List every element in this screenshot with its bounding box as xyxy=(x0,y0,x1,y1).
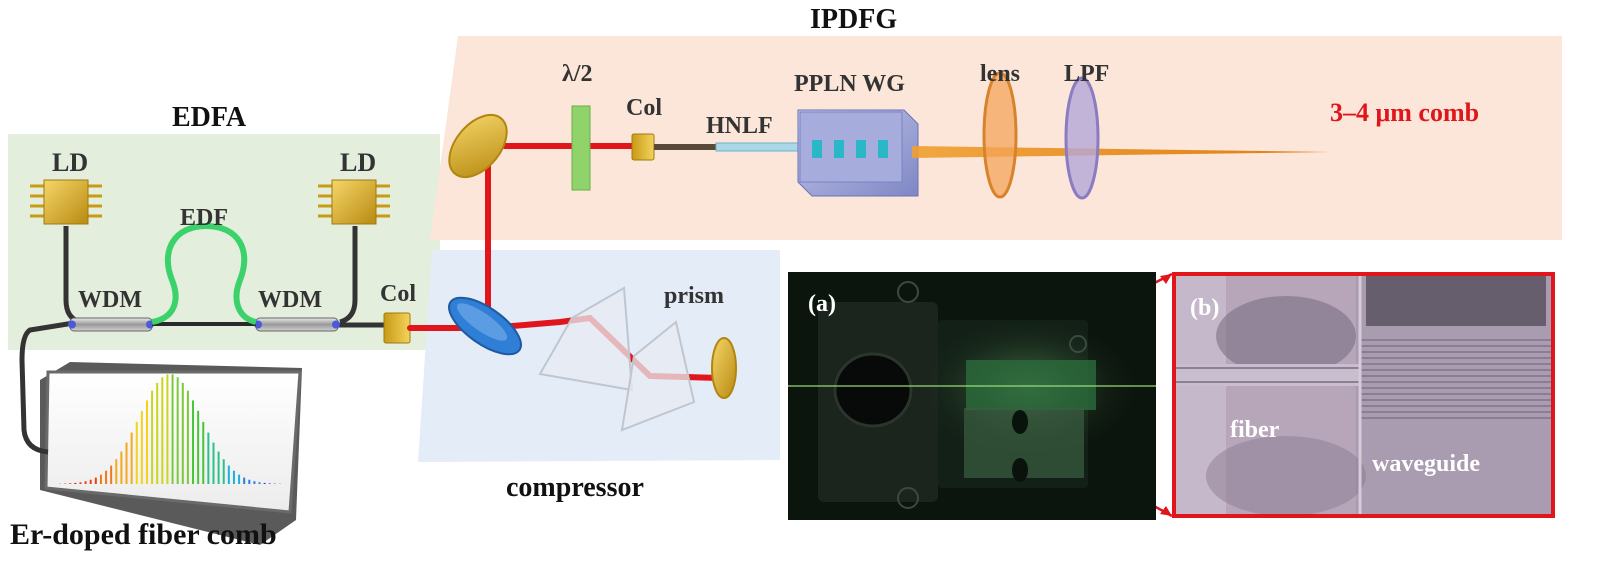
waveguide-label: waveguide xyxy=(1372,451,1480,477)
er-comb-label: Er-doped fiber comb xyxy=(10,518,277,551)
wdm-left xyxy=(69,317,153,332)
prism-label: prism xyxy=(664,283,724,309)
compressor-label: compressor xyxy=(506,472,644,503)
output-label: 3–4 μm comb xyxy=(1330,98,1480,127)
wdm-left-label: WDM xyxy=(78,287,142,313)
ipdfg-label: IPDFG xyxy=(810,4,898,35)
hnlf-label: HNLF xyxy=(706,113,773,139)
col-ipdfg-label: Col xyxy=(626,95,662,121)
ppln-label: PPLN WG xyxy=(794,71,905,97)
photo-b: (b) fiber waveguide xyxy=(1172,272,1555,518)
lens xyxy=(982,71,1018,199)
wdm-right xyxy=(255,317,339,332)
ld-right-label: LD xyxy=(340,148,377,177)
wdm-right-label: WDM xyxy=(258,287,322,313)
edf-loop xyxy=(151,222,257,325)
collimator-ipdfg xyxy=(631,133,655,161)
er-comb-spectrum xyxy=(59,374,281,484)
prism-pair xyxy=(538,286,696,432)
lambda-half-label: λ/2 xyxy=(562,61,593,87)
lpf-filter xyxy=(1064,76,1100,200)
photo-a: (a) xyxy=(788,272,1156,520)
ld-left-label: LD xyxy=(52,148,89,177)
edfa-label: EDFA xyxy=(172,102,247,133)
end-mirror xyxy=(711,337,737,399)
ppln-waveguide xyxy=(797,109,919,197)
lens-label: lens xyxy=(980,61,1021,87)
col-edfa-label: Col xyxy=(380,281,416,307)
fiber-label: fiber xyxy=(1230,417,1280,443)
edf-label: EDF xyxy=(180,205,228,231)
half-wave-plate xyxy=(571,105,591,191)
collimator-edfa xyxy=(383,312,411,344)
fold-mirror xyxy=(448,114,508,178)
ld-right xyxy=(318,179,390,225)
ld-left xyxy=(30,179,102,225)
photo-a-label: (a) xyxy=(808,291,836,317)
photo-b-label: (b) xyxy=(1190,295,1220,321)
lpf-label: LPF xyxy=(1064,61,1110,87)
